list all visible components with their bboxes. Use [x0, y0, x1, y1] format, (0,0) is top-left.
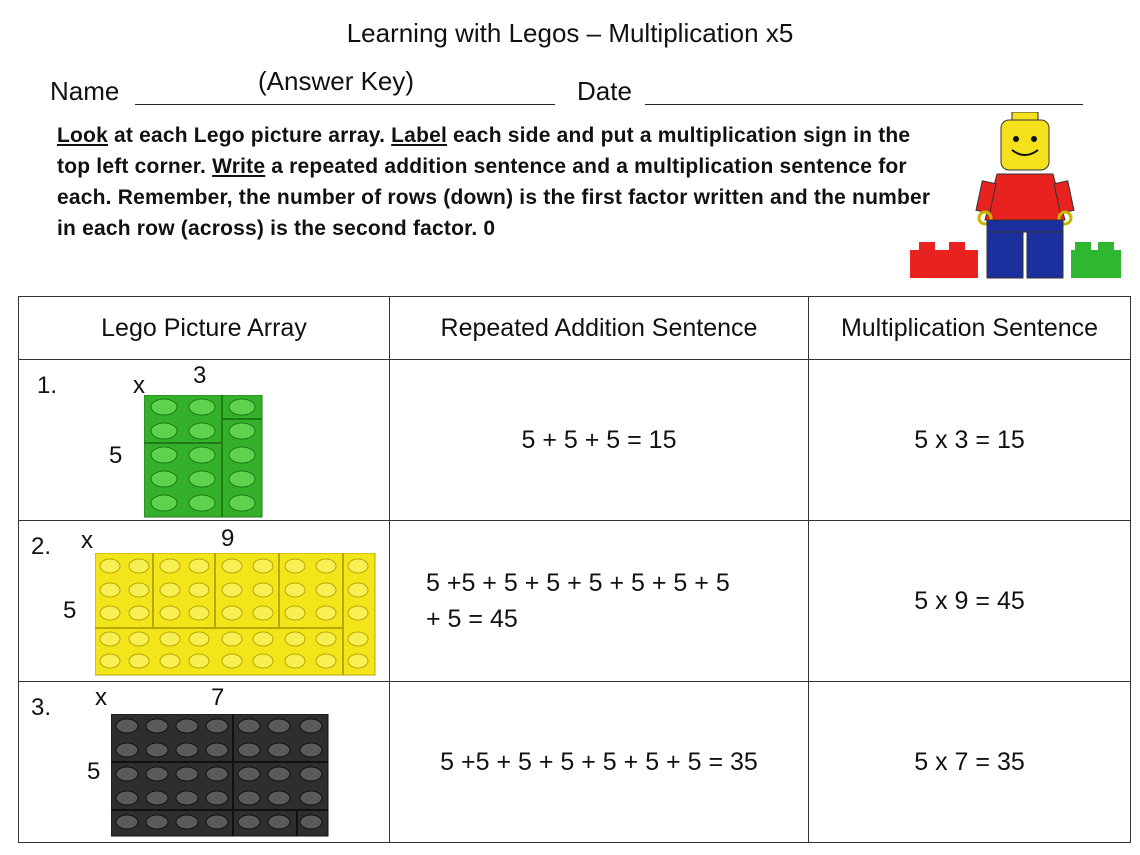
picture-cell: 3. x 7 5 — [18, 681, 390, 843]
down-factor: 5 — [109, 442, 123, 469]
picture-cell: 1. x 3 5 — [18, 359, 390, 521]
multiplication-sign: x — [95, 684, 107, 711]
name-label: Name — [50, 76, 120, 106]
header-repeated-addition: Repeated Addition Sentence — [389, 296, 809, 360]
instr-text-2: each side and put a multiplication sign … — [57, 124, 911, 178]
instr-look: Look — [57, 124, 108, 147]
row-index: 2. — [31, 533, 52, 560]
row-index: 3. — [31, 694, 52, 721]
down-factor: 5 — [87, 758, 101, 785]
worksheet-table: Lego Picture Array Repeated Addition Sen… — [18, 296, 1131, 843]
across-factor: 3 — [193, 362, 207, 389]
instr-text-3: a repeated addition sentence and a multi… — [57, 155, 931, 240]
multiplication-sentence: 5 x 3 = 15 — [808, 359, 1131, 521]
name-field[interactable] — [135, 104, 555, 105]
multiplication-sign: x — [81, 527, 93, 554]
multiplication-sentence: 5 x 7 = 35 — [808, 681, 1131, 843]
lego-array-yellow — [95, 553, 376, 676]
table-header-row: Lego Picture Array Repeated Addition Sen… — [18, 296, 1131, 360]
lego-array-green — [144, 395, 263, 518]
across-factor: 9 — [221, 525, 235, 552]
row-index: 1. — [37, 372, 58, 399]
lego-minifigure-illustration — [910, 112, 1121, 279]
multiplication-sign: x — [133, 372, 145, 399]
addition-sentence-line-1: 5 +5 + 5 + 5 + 5 + 5 + 5 + 5 — [426, 569, 730, 597]
addition-sentence: 5 + 5 + 5 = 15 — [389, 359, 809, 521]
instr-label: Label — [391, 124, 448, 147]
table-row: 3. x 7 5 — [18, 681, 1131, 843]
down-factor: 5 — [63, 597, 77, 624]
addition-sentence-line-2: + 5 = 45 — [426, 605, 518, 633]
answer-key-text: (Answer Key) — [258, 66, 415, 96]
page-title: Learning with Legos – Multiplication x5 — [346, 18, 794, 48]
header-multiplication: Multiplication Sentence — [808, 296, 1131, 360]
table-row: 1. x 3 5 5 — [18, 359, 1131, 521]
header-picture-array: Lego Picture Array — [18, 296, 390, 360]
multiplication-sentence: 5 x 9 = 45 — [808, 520, 1131, 682]
instr-write: Write — [212, 155, 266, 178]
addition-sentence: 5 +5 + 5 + 5 + 5 + 5 + 5 + 5 + 5 = 45 — [389, 520, 809, 682]
picture-cell: 2. x 9 5 — [18, 520, 390, 682]
instructions: Look at each Lego picture array. Label e… — [57, 120, 937, 244]
lego-array-black — [111, 714, 329, 837]
date-label: Date — [577, 76, 632, 106]
date-field[interactable] — [645, 104, 1083, 105]
instr-text-1: at each Lego picture array. — [107, 124, 392, 147]
addition-sentence: 5 +5 + 5 + 5 + 5 + 5 + 5 = 35 — [389, 681, 809, 843]
table-row: 2. x 9 5 — [18, 520, 1131, 682]
across-factor: 7 — [211, 684, 225, 711]
